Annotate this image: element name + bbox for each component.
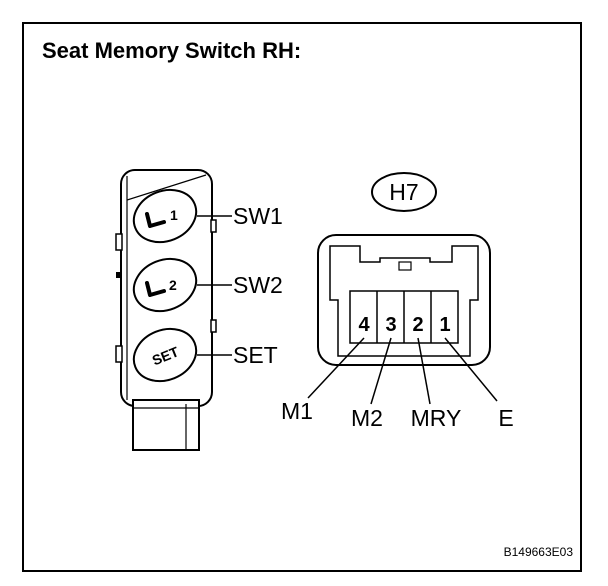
- seat-memory-switch: 1 2 SET SW1 SW2 SET: [115, 169, 283, 451]
- pin-number: 3: [385, 314, 396, 336]
- diagram-title: Seat Memory Switch RH:: [42, 38, 302, 63]
- connector-key: [398, 261, 412, 271]
- memory-button-2[interactable]: 2: [126, 250, 204, 320]
- button-1-glyph: 1: [170, 207, 178, 223]
- sw1-label: SW1: [233, 203, 283, 229]
- button-2-glyph: 2: [169, 277, 177, 293]
- signal-label: E: [498, 405, 513, 431]
- housing-tab: [115, 233, 123, 251]
- m1-leader: [307, 337, 365, 399]
- signal-label: M1: [281, 398, 313, 424]
- e-leader: [444, 337, 498, 402]
- mry-leader: [417, 337, 431, 405]
- set-button[interactable]: SET: [126, 320, 204, 390]
- housing-tab: [115, 345, 123, 363]
- connector-id-bubble: [371, 172, 437, 212]
- pin-number: 4: [358, 314, 370, 336]
- connector-id: H7: [389, 179, 418, 205]
- connector-h7: H7 4 3 2 1 M1 M2 MRY E: [281, 172, 514, 431]
- pin-number: 1: [439, 314, 450, 336]
- seat-icon: [145, 212, 166, 228]
- sw2-label: SW2: [233, 272, 283, 298]
- signal-label: MRY: [411, 405, 462, 431]
- memory-button-1[interactable]: 1: [126, 181, 204, 251]
- pin-number: 2: [412, 314, 423, 336]
- m2-leader: [370, 337, 392, 405]
- set-label: SET: [233, 342, 278, 368]
- seat-icon: [145, 281, 166, 297]
- signal-label: M2: [351, 405, 383, 431]
- figure-code: B149663E03: [504, 545, 574, 559]
